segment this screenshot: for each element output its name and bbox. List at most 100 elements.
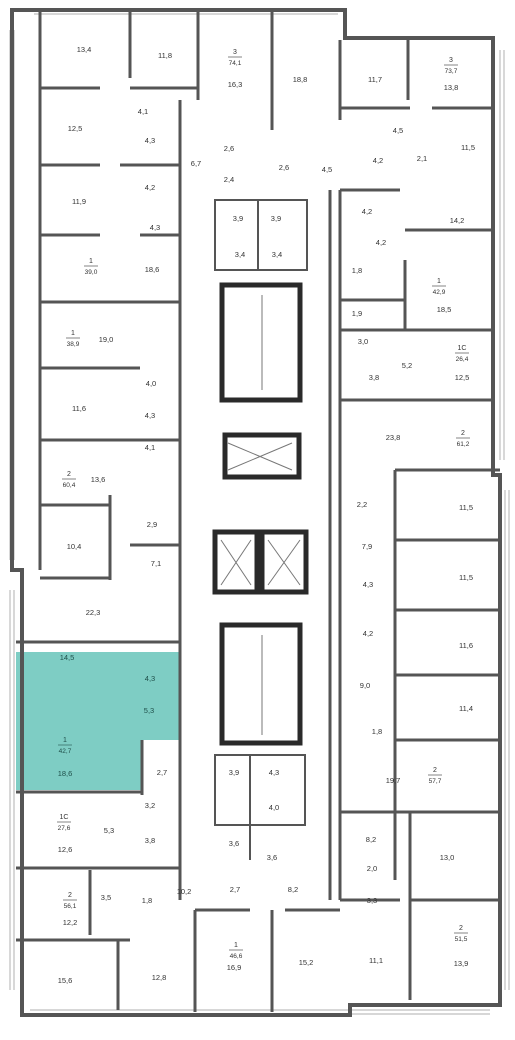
room-area: 3,9 <box>229 768 239 777</box>
room-area: 3,2 <box>145 801 155 810</box>
room-area: 3,0 <box>358 337 368 346</box>
room-area: 1,8 <box>372 727 382 736</box>
room-area: 4,2 <box>373 156 383 165</box>
apartment-a6-total: 26,4 <box>456 356 469 363</box>
room-area: 11,1 <box>369 956 383 965</box>
room-area: 11,5 <box>461 143 475 152</box>
room-areas: 13,4 11,8 16,3 18,8 11,7 13,8 4,1 12,5 4… <box>58 45 475 985</box>
room-area: 2,7 <box>230 885 240 894</box>
room-area: 4,1 <box>145 443 155 452</box>
room-area: 4,3 <box>145 674 155 683</box>
room-area: 12,5 <box>68 124 83 133</box>
room-area: 12,2 <box>63 918 78 927</box>
room-area: 13,6 <box>91 475 106 484</box>
apartment-a9-rooms: 1 <box>63 737 67 744</box>
partition-walls <box>16 10 500 1012</box>
apartment-a13-rooms: 1 <box>234 942 238 949</box>
apartment-a12-total: 56,1 <box>64 903 77 910</box>
apartment-a14-total: 51,5 <box>455 936 468 943</box>
room-area: 13,9 <box>454 959 469 968</box>
elevator-south-2 <box>259 529 309 595</box>
room-area: 11,5 <box>459 503 473 512</box>
apartment-a4-total: 42,9 <box>433 289 446 296</box>
room-area: 4,3 <box>363 580 373 589</box>
room-area: 8,2 <box>366 835 376 844</box>
apartment-a6-rooms: 1С <box>458 345 467 352</box>
room-area: 4,2 <box>363 629 373 638</box>
room-area: 11,8 <box>158 51 172 60</box>
room-area: 2,0 <box>367 864 377 873</box>
room-area: 5,3 <box>144 706 154 715</box>
room-area: 2,7 <box>157 768 167 777</box>
room-area: 9,0 <box>360 681 370 690</box>
apartment-a13-total: 46,6 <box>230 953 243 960</box>
room-area: 4,2 <box>362 207 372 216</box>
room-area: 19,0 <box>99 335 114 344</box>
room-area: 8,2 <box>288 885 298 894</box>
room-area: 18,6 <box>58 769 73 778</box>
room-area: 3,9 <box>233 214 243 223</box>
room-area: 13,8 <box>444 83 459 92</box>
room-area: 11,4 <box>459 704 473 713</box>
room-area: 10,4 <box>67 542 82 551</box>
apartment-a2-rooms: 3 <box>449 57 453 64</box>
room-area: 4,2 <box>145 183 155 192</box>
room-area: 1,8 <box>352 266 362 275</box>
room-area: 2,6 <box>279 163 289 172</box>
room-area: 3,4 <box>235 250 245 259</box>
room-area: 1,8 <box>142 896 152 905</box>
room-area: 19,7 <box>386 776 401 785</box>
room-area: 6,7 <box>191 159 201 168</box>
exterior-wall <box>10 8 502 1017</box>
room-area: 2,6 <box>224 144 234 153</box>
room-area: 13,0 <box>440 853 455 862</box>
apartment-a1-rooms: 3 <box>233 49 237 56</box>
windows <box>9 9 510 1015</box>
room-area: 3,6 <box>267 853 277 862</box>
apartment-a11-total: 27,6 <box>58 825 71 832</box>
room-area: 2,9 <box>147 520 157 529</box>
room-area: 10,2 <box>177 887 192 896</box>
room-area: 12,6 <box>58 845 73 854</box>
room-area: 18,6 <box>145 265 160 274</box>
room-area: 2,4 <box>224 175 234 184</box>
room-area: 4,5 <box>393 126 403 135</box>
apartment-a3-total: 39,0 <box>85 269 98 276</box>
room-area: 2,2 <box>357 500 367 509</box>
room-area: 4,2 <box>376 238 386 247</box>
room-area: 18,8 <box>293 75 308 84</box>
room-area: 5,3 <box>104 826 114 835</box>
room-area: 3,5 <box>101 893 111 902</box>
room-area: 3,9 <box>271 214 281 223</box>
room-area: 3,8 <box>145 836 155 845</box>
room-area: 4,0 <box>269 803 279 812</box>
stair-north <box>219 282 303 403</box>
apartment-a5-total: 38,9 <box>67 341 80 348</box>
apartment-a10-total: 57,7 <box>429 778 442 785</box>
apartment-a12-rooms: 2 <box>68 892 72 899</box>
room-area: 14,5 <box>60 653 75 662</box>
room-area: 7,9 <box>362 542 372 551</box>
room-area: 16,3 <box>228 80 243 89</box>
apartment-a9-total: 42,7 <box>59 748 72 755</box>
elevator-south-1 <box>212 529 260 595</box>
room-area: 15,6 <box>58 976 73 985</box>
room-area: 11,6 <box>72 404 86 413</box>
apartment-a1-total: 74,1 <box>229 60 242 67</box>
apartment-a7-total: 61,2 <box>457 441 470 448</box>
apartment-a2-total: 73,7 <box>445 68 458 75</box>
apartment-a4-rooms: 1 <box>437 278 441 285</box>
room-area: 3,6 <box>229 839 239 848</box>
building-core <box>178 190 332 900</box>
room-area: 22,3 <box>86 608 101 617</box>
stair-south <box>219 622 303 746</box>
room-area: 11,5 <box>459 573 473 582</box>
apartment-labels: 3 74,1 3 73,7 1 39,0 1 42,9 1 38,9 1С 26… <box>57 49 470 960</box>
room-area: 3,4 <box>272 250 282 259</box>
apartment-a9-highlight[interactable] <box>16 652 180 790</box>
room-area: 4,5 <box>322 165 332 174</box>
room-area: 3,3 <box>367 896 377 905</box>
apartment-a7-rooms: 2 <box>461 430 465 437</box>
apartment-a3-rooms: 1 <box>89 258 93 265</box>
